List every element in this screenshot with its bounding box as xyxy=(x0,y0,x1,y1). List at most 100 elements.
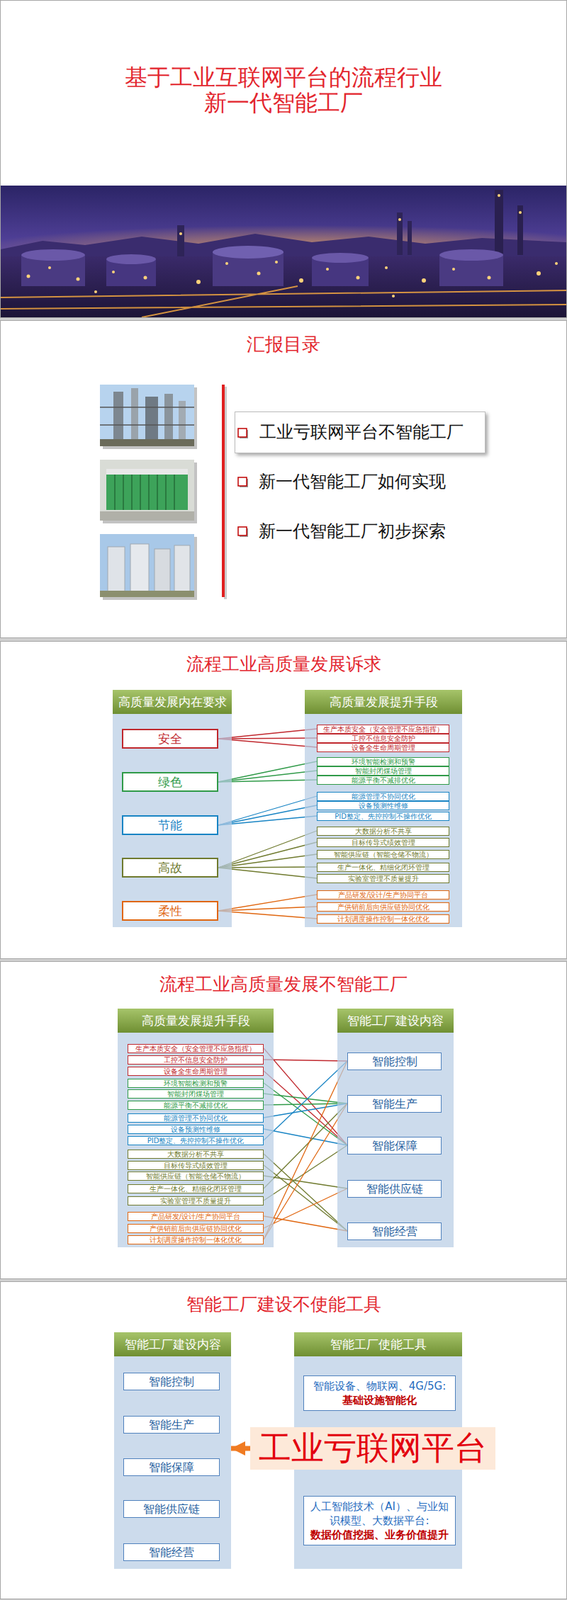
item-text: 智能控制 xyxy=(129,1374,214,1390)
item-text: 计划调度操作控制一体化优化 xyxy=(320,915,446,924)
content-box: 智能保障 xyxy=(347,1137,442,1156)
arrow xyxy=(231,1447,251,1453)
connector-line xyxy=(218,907,317,912)
connector-line xyxy=(218,868,317,879)
slide-title: 流程工业高质量发展不智能工厂 xyxy=(0,973,567,997)
item-text: 智能供应链（智能仓储不物流） xyxy=(320,851,446,860)
content-box: 智能供应链 xyxy=(123,1501,220,1519)
item-text: 智能控制 xyxy=(353,1054,436,1070)
item-text: 智能保障 xyxy=(129,1460,214,1476)
machine-top xyxy=(106,469,188,475)
bullet-square xyxy=(238,527,247,536)
connector-line xyxy=(218,780,317,783)
item-text: 大数据分析不共享 xyxy=(131,1151,261,1159)
measure-box: 工控不信息安全防护 xyxy=(316,734,450,744)
measure-box: 能源平衡不减排优化 xyxy=(316,776,450,786)
connector-line xyxy=(263,1176,348,1190)
pipe xyxy=(99,407,195,426)
panel: 高质量发展内在要求安全绿色节能高故柔性 xyxy=(112,690,232,928)
connector-line xyxy=(218,842,317,869)
item-text: 工控不信息安全防护 xyxy=(131,1056,261,1065)
item-text: PID整定、先控控制不操作优化 xyxy=(131,1137,261,1146)
connector-line xyxy=(263,1104,348,1106)
bullets xyxy=(238,428,249,538)
toc-item: 工业亏联网平台不智能工厂 xyxy=(259,421,475,444)
content-box: 智能供应链 xyxy=(347,1180,442,1199)
connector-line xyxy=(263,1094,348,1105)
connector-line xyxy=(218,911,317,920)
item-text: 生产本质安全（安全管理不应急指挥） xyxy=(131,1045,261,1054)
item-text: 能源平衡不减排优化 xyxy=(131,1102,261,1110)
slide-frame: 流程工业高质量发展不智能工厂高质量发展提升手段生产本质安全（安全管理不应急指挥）… xyxy=(0,961,567,1281)
item-text: 智能保障 xyxy=(353,1138,436,1154)
slide-title: 基于工业互联网平台的流程行业 新一代智能工厂 xyxy=(119,64,448,116)
item-text: 能源管理不协同优化 xyxy=(131,1114,261,1123)
measure-box: 能源管理不协同优化 xyxy=(316,792,450,802)
slide-title: 智能工厂建设不使能工具 xyxy=(0,1294,567,1317)
slide-frame: 流程工业高质量发展诉求高质量发展内在要求安全绿色节能高故柔性高质量发展提升手段生… xyxy=(0,641,567,960)
tank-top xyxy=(21,249,86,261)
connector-line xyxy=(218,771,317,783)
item-text: 智能经营 xyxy=(353,1224,436,1240)
night-sky xyxy=(0,185,567,318)
connector-line xyxy=(218,761,317,783)
measure-box: 计划调度操作控制一体化优化 xyxy=(127,1236,264,1246)
column xyxy=(164,394,173,447)
measure-box: 实验室管理不质量提升 xyxy=(127,1197,264,1207)
requirement-box: 绿色 xyxy=(121,772,219,793)
connector-line xyxy=(218,729,317,740)
item-text: 智能封闭煤场管理 xyxy=(320,767,446,776)
column xyxy=(145,396,159,447)
item-text: 生产一体化、精细化闭环管理 xyxy=(320,863,446,872)
item-text: 生产本质安全（安全管理不应急指挥） xyxy=(320,725,446,734)
connector-line xyxy=(218,816,317,826)
tool-text: 人工智能技术（AI）、与业知识模型、大数据平台: xyxy=(307,1500,452,1529)
measure-box: 智能供应链（智能仓储不物流） xyxy=(127,1172,264,1182)
slide-title: 汇报目录 xyxy=(0,333,567,357)
item-text: 柔性 xyxy=(128,903,212,920)
item-text: 绿色 xyxy=(128,774,212,791)
connector-line xyxy=(263,1146,348,1202)
requirement-box: 节能 xyxy=(121,815,219,836)
connector-line xyxy=(218,805,317,826)
tool-box: 人工智能技术（AI）、与业知识模型、大数据平台:数据价值挖掘、业务价值提升 xyxy=(303,1496,456,1547)
floor xyxy=(99,511,195,521)
requirement-box: 安全 xyxy=(121,729,219,750)
measure-box: 产供销前后向供应链协同优化 xyxy=(316,902,450,913)
content-box: 智能经营 xyxy=(347,1223,442,1242)
connector-line xyxy=(218,854,317,869)
slide-frame: 基于工业互联网平台的流程行业 新一代智能工厂 xyxy=(0,0,567,319)
item-text: 环境智能检测和预警 xyxy=(320,758,446,767)
bullet-square xyxy=(238,477,247,487)
tank-top xyxy=(439,249,504,261)
measure-box: 环境智能检测和预警 xyxy=(316,757,450,767)
connector-line xyxy=(218,867,317,869)
panel-header: 智能工厂建设内容 xyxy=(337,1009,454,1034)
content-box: 智能生产 xyxy=(123,1416,220,1435)
item-text: 环境智能检测和预警 xyxy=(131,1080,261,1088)
chimney xyxy=(517,205,524,256)
requirement-box: 柔性 xyxy=(121,901,219,922)
connector-line xyxy=(263,1129,348,1147)
item-text: 产供销前后向供应链协同优化 xyxy=(131,1225,261,1234)
toc-item: 新一代智能工厂初步探索 xyxy=(258,520,446,543)
measure-box: PID整定、先控控制不操作优化 xyxy=(316,812,450,822)
item-text: 实验室管理不质量提升 xyxy=(320,875,446,884)
measure-box: 生产一体化、精细化闭环管理 xyxy=(127,1185,264,1195)
requirement-box: 高故 xyxy=(121,858,219,879)
measure-box: 能源平衡不减排优化 xyxy=(127,1101,264,1111)
tower xyxy=(396,212,403,256)
panel-header: 高质量发展提升手段 xyxy=(117,1009,274,1034)
item-text: 设备预测性维修 xyxy=(131,1126,261,1134)
panel: 高质量发展提升手段生产本质安全（安全管理不应急指挥）工控不信息安全防护设备全生命… xyxy=(304,690,463,928)
measure-box: 大数据分析不共享 xyxy=(316,827,450,837)
photo-ground xyxy=(99,439,195,447)
measure-box: 产品研发/设计/生产协同平台 xyxy=(316,890,450,901)
photo-sky xyxy=(99,384,195,447)
connector-line xyxy=(218,831,317,869)
measure-box: 计划调度操作控制一体化优化 xyxy=(316,914,450,925)
item-text: PID整定、先控控制不操作优化 xyxy=(320,812,446,821)
toc-box: 工业亏联网平台不智能工厂 xyxy=(234,411,486,454)
measure-box: 智能封闭煤场管理 xyxy=(127,1090,264,1100)
